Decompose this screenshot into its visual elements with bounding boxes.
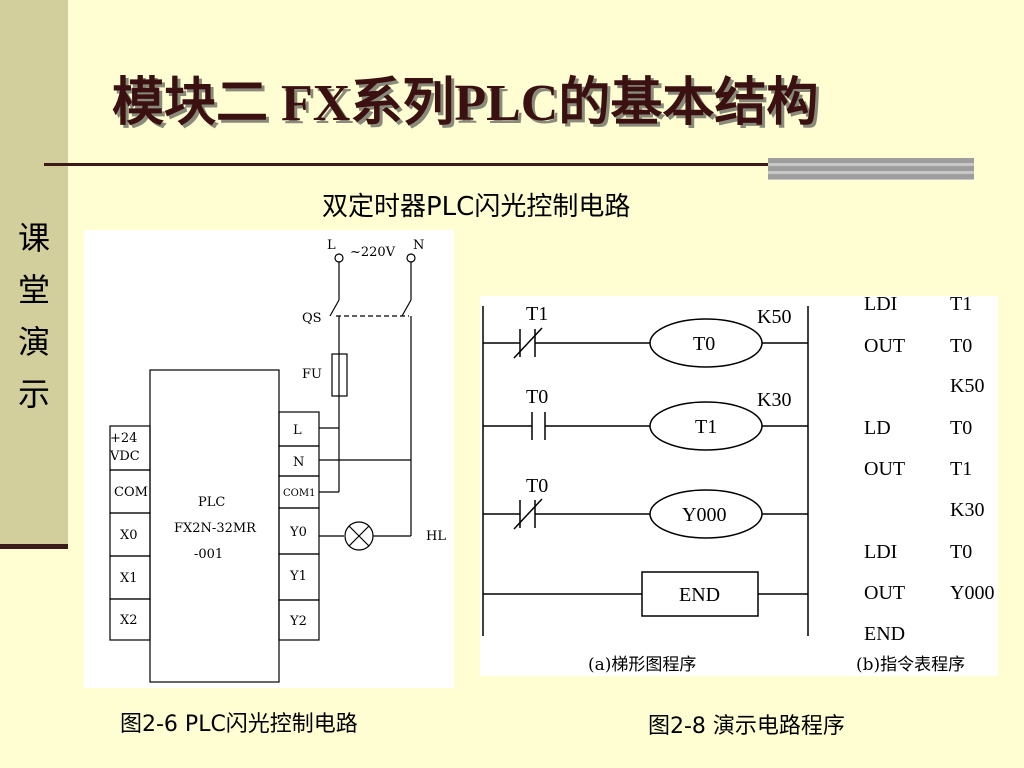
sidebar-char: 课 xyxy=(17,219,50,257)
il-operand: T0 xyxy=(950,541,972,563)
plc-model-label: FX2N-32MR xyxy=(174,521,257,536)
fuse-label: FU xyxy=(302,367,322,382)
il-operand: T1 xyxy=(950,458,972,480)
il-operand: K50 xyxy=(950,375,984,397)
right-figure-caption: 图2-8 演示电路程序 xyxy=(648,714,845,739)
il-operand: T0 xyxy=(950,417,972,439)
terminal-power-label: +24 xyxy=(110,431,137,446)
il-operand: T0 xyxy=(950,335,972,357)
rung-contact-label: T0 xyxy=(526,475,548,497)
rung-coil-label: Y000 xyxy=(682,504,726,526)
il-operand: Y000 xyxy=(950,582,994,604)
rung-coil-label: T1 xyxy=(695,416,717,438)
terminal-y0-label: Y0 xyxy=(289,525,307,540)
il-op: OUT xyxy=(864,582,905,604)
il-op: LD xyxy=(864,417,891,439)
sidebar-char: 堂 xyxy=(17,271,50,309)
lamp-label: HL xyxy=(426,529,446,544)
plc-name-label: PLC xyxy=(198,495,225,510)
rung-coil-label: T0 xyxy=(693,333,715,355)
terminal-y2-label: Y2 xyxy=(289,614,307,629)
terminal-x0-label: X0 xyxy=(120,528,138,543)
terminal-com1-label: COM1 xyxy=(283,488,315,499)
il-op: LDI xyxy=(864,541,897,563)
terminal-n-label: N xyxy=(293,455,304,470)
title-rule xyxy=(44,163,774,166)
terminal-l-label: L xyxy=(293,423,302,438)
title-text: 模块二 FX系列PLC的基本结构 xyxy=(112,75,819,132)
supply-L-label: L xyxy=(327,238,336,253)
diagram-subtitle: 双定时器PLC闪光控制电路 xyxy=(322,192,631,222)
terminal-com-label: COM xyxy=(114,485,148,500)
rung-setting-label: K50 xyxy=(757,306,791,328)
rung-contact-label: T1 xyxy=(526,303,548,325)
program-panel: T1 T0 K50 T0 T1 K30 T0 Y000 END LDI T1 O… xyxy=(480,296,998,676)
supply-N-label: N xyxy=(413,238,424,253)
rung-setting-label: K30 xyxy=(757,389,791,411)
il-op: LDI xyxy=(864,296,897,315)
il-op: OUT xyxy=(864,458,905,480)
slide-title: 模块二 FX系列PLC的基本结构 模块二 FX系列PLC的基本结构 xyxy=(112,60,822,135)
instruction-list-caption: (b)指令表程序 xyxy=(856,655,965,675)
sidebar-label: 课 堂 演 示 xyxy=(0,212,68,420)
sidebar xyxy=(0,0,68,545)
left-figure-caption: 图2-6 PLC闪光控制电路 xyxy=(120,712,358,737)
terminal-x2-label: X2 xyxy=(120,613,138,628)
il-operand: T1 xyxy=(950,296,972,315)
terminal-x1-label: X1 xyxy=(120,571,138,586)
il-op: OUT xyxy=(864,335,905,357)
terminal-power-label: VDC xyxy=(109,449,140,464)
sidebar-char: 示 xyxy=(17,375,50,413)
rung-contact-label: T0 xyxy=(526,386,548,408)
sidebar-char: 演 xyxy=(17,323,50,361)
il-operand: K30 xyxy=(950,499,984,521)
end-instruction-label: END xyxy=(679,584,720,606)
ladder-and-instruction-diagram: T1 T0 K50 T0 T1 K30 T0 Y000 END LDI T1 O… xyxy=(482,296,994,675)
plc-suffix-label: -001 xyxy=(194,547,223,562)
title-rule-accent xyxy=(768,158,974,180)
title-shadow: 模块二 FX系列PLC的基本结构 xyxy=(115,78,822,135)
ladder-caption: (a)梯形图程序 xyxy=(588,655,696,675)
supply-voltage-label: ~220V xyxy=(350,245,396,260)
il-op: END xyxy=(864,623,905,645)
sidebar-rule xyxy=(0,544,68,549)
wiring-diagram-panel: L N ~220V QS FU PLC FX2N-32MR -001 +24 V… xyxy=(84,230,454,688)
switch-label: QS xyxy=(302,311,322,326)
wiring-diagram: L N ~220V QS FU PLC FX2N-32MR -001 +24 V… xyxy=(109,238,446,683)
terminal-y1-label: Y1 xyxy=(289,569,307,584)
